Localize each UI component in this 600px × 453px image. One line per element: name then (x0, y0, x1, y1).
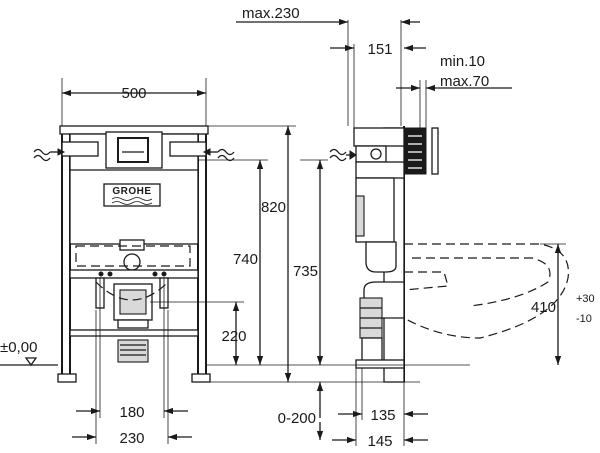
bowl-height-label: 410 (531, 299, 556, 316)
bowl-tolerance-plus: +30 (576, 293, 595, 305)
height-220-label: 220 (221, 328, 246, 345)
dim-820: 820 (208, 125, 296, 382)
dim-135: 135 (338, 368, 428, 446)
front-view: GROHE (0, 125, 235, 383)
dim-220: 220 (150, 301, 247, 365)
dim-180: 180 (76, 278, 188, 421)
fix-230-label: 230 (119, 430, 144, 447)
dim-151: 151 (330, 41, 426, 128)
floor-adjust-label: 0-200 (278, 410, 316, 427)
dim-735: 735 (293, 159, 328, 365)
height-735-label: 735 (293, 263, 318, 280)
side-view (329, 20, 570, 383)
depth-135-label: 135 (370, 407, 395, 424)
dim-740: 740 (198, 159, 268, 365)
min-clearance-label: min.10 (440, 53, 485, 70)
dim-230: 230 (72, 310, 192, 447)
frame-width-label: 500 (121, 85, 146, 102)
dim-410: 410 +30 -10 (531, 243, 595, 365)
grohe-logo: GROHE (112, 186, 151, 197)
dim-500: 500 (61, 78, 207, 126)
dim-min-max: min.10 max.70 (396, 53, 512, 128)
height-740-label: 740 (233, 251, 258, 268)
top-max-label: max.230 (242, 5, 300, 22)
fix-180-label: 180 (119, 404, 144, 421)
dim-0-200: 0-200 (278, 382, 324, 440)
dim-145: 145 (332, 368, 428, 450)
bowl-tolerance-minus: -10 (576, 313, 592, 325)
frame-height-label: 820 (261, 199, 286, 216)
max-clearance-label: max.70 (440, 73, 489, 90)
dim-max-230: max.230 (236, 5, 420, 126)
depth-145-label: 145 (367, 433, 392, 450)
floor-level-label: ±0,00 (0, 339, 37, 356)
depth-151-label: 151 (367, 41, 392, 58)
